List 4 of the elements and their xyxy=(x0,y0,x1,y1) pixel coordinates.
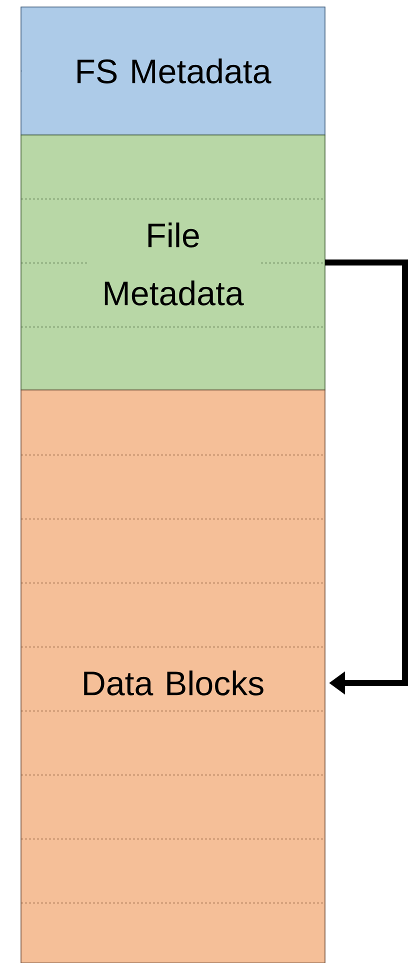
memory-region: FS Metadata xyxy=(20,6,326,136)
memory-region: Data Blocks xyxy=(20,390,326,963)
memory-region: File Metadata xyxy=(20,134,326,390)
arrow xyxy=(325,260,408,695)
